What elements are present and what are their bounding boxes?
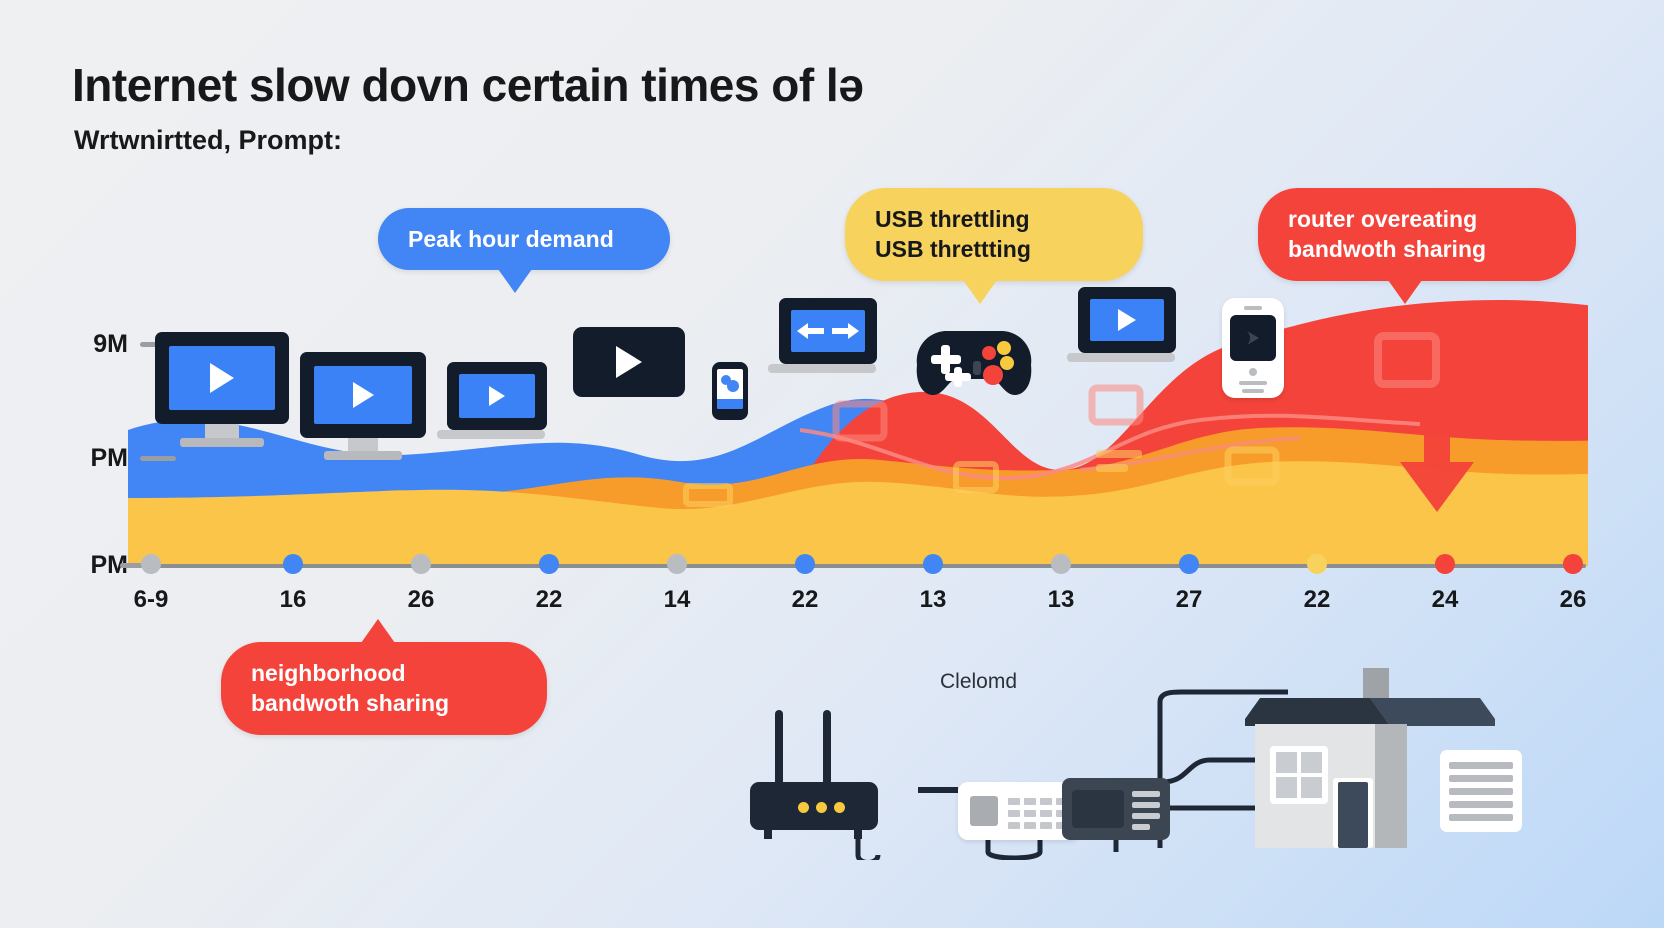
cloud-label: Clelomd — [940, 670, 1018, 693]
data-point-1[interactable] — [283, 554, 303, 574]
data-point-4[interactable] — [667, 554, 687, 574]
data-point-0[interactable] — [141, 554, 161, 574]
x-axis-label-5: 22 — [791, 586, 819, 613]
y-axis-label-0: 9M — [93, 330, 128, 358]
callout-peak-hour-text: Peak hour demand — [408, 226, 614, 252]
device-desktop-monitor-play — [155, 332, 289, 447]
callout-tail — [361, 619, 395, 643]
play-icon — [616, 346, 642, 378]
callout-router-line-1: router overeating — [1288, 206, 1478, 232]
x-axis-label-1: 16 — [279, 586, 307, 613]
data-point-8[interactable] — [1179, 554, 1199, 574]
gamepad-icon — [916, 331, 1032, 395]
document-icon — [1440, 750, 1522, 832]
x-axis-label-6: 13 — [919, 586, 947, 613]
y-axis-label-1: PM — [90, 444, 129, 472]
device-smartphone-media — [712, 362, 748, 420]
network-switch-device — [958, 782, 1080, 840]
router-led-icon — [798, 802, 809, 813]
modem-device — [1062, 778, 1170, 840]
wave-series-yellow — [128, 461, 1588, 566]
callout-router-overheating[interactable]: router overeating bandwoth sharing — [1258, 188, 1576, 304]
callout-usb-line-1: USB threttling — [875, 206, 1030, 232]
network-diagram: Clelomd — [740, 630, 1640, 860]
callout-usb-throttling[interactable]: USB threttling USB threttting — [845, 188, 1143, 304]
y-tick-1 — [140, 456, 176, 461]
play-icon — [489, 386, 505, 406]
x-axis-label-3: 22 — [535, 586, 563, 613]
data-point-7[interactable] — [1051, 554, 1071, 574]
callout-neighborhood-line-1: neighborhood — [251, 660, 406, 686]
media-glyph-icon — [721, 375, 739, 392]
x-axis-label-10: 24 — [1431, 586, 1459, 613]
device-smartphone-white — [1222, 298, 1284, 398]
callout-neighborhood-sharing[interactable]: neighborhood bandwoth sharing — [221, 619, 547, 735]
callout-peak-hour[interactable]: Peak hour demand — [378, 208, 670, 294]
x-axis-label-2: 26 — [407, 586, 435, 613]
data-point-10[interactable] — [1435, 554, 1455, 574]
device-game-controller — [915, 325, 1033, 395]
callout-tail — [963, 279, 997, 304]
x-axis-line — [128, 564, 1586, 568]
y-axis-label-2: PM — [90, 551, 129, 579]
wave-motif-icons — [683, 332, 1440, 507]
house-icon — [1240, 658, 1500, 848]
data-point-9[interactable] — [1307, 554, 1327, 574]
router-led-icon — [816, 802, 827, 813]
transfer-arrows-icon — [797, 323, 859, 339]
callout-neighborhood-line-2: bandwoth sharing — [251, 690, 450, 717]
x-axis-label-7: 13 — [1047, 586, 1075, 613]
device-desktop-monitor-play-2 — [300, 352, 426, 460]
callout-router-line-2: bandwoth sharing — [1288, 236, 1487, 263]
device-laptop-play-2 — [1067, 287, 1176, 362]
x-axis-label-11: 26 — [1559, 586, 1587, 613]
data-point-6[interactable] — [923, 554, 943, 574]
callout-usb-line-2: USB threttting — [875, 236, 1031, 263]
x-axis-label-4: 14 — [663, 586, 691, 613]
play-icon — [210, 363, 234, 393]
device-laptop-play — [437, 362, 547, 439]
device-laptop-transfer — [768, 298, 877, 373]
router-led-icon — [834, 802, 845, 813]
red-down-arrow-icon — [1400, 396, 1474, 512]
callout-tail — [1388, 279, 1422, 304]
data-point-5[interactable] — [795, 554, 815, 574]
data-point-2[interactable] — [411, 554, 431, 574]
x-axis-label-8: 27 — [1175, 586, 1203, 613]
play-icon — [352, 382, 374, 408]
play-icon — [1118, 309, 1136, 331]
page-subtitle: Wrtwnirtted, Prompt: — [74, 125, 342, 155]
cursor-icon — [1247, 331, 1259, 345]
device-tablet-play-dark — [573, 327, 685, 397]
x-axis-label-9: 22 — [1303, 586, 1331, 613]
data-point-3[interactable] — [539, 554, 559, 574]
callout-tail — [498, 269, 532, 294]
x-axis-label-0: 6-9 — [133, 586, 169, 613]
data-point-11[interactable] — [1563, 554, 1583, 574]
page-title: Internet slow dovn certain times of lə — [72, 59, 864, 111]
y-tick-2 — [120, 563, 156, 568]
